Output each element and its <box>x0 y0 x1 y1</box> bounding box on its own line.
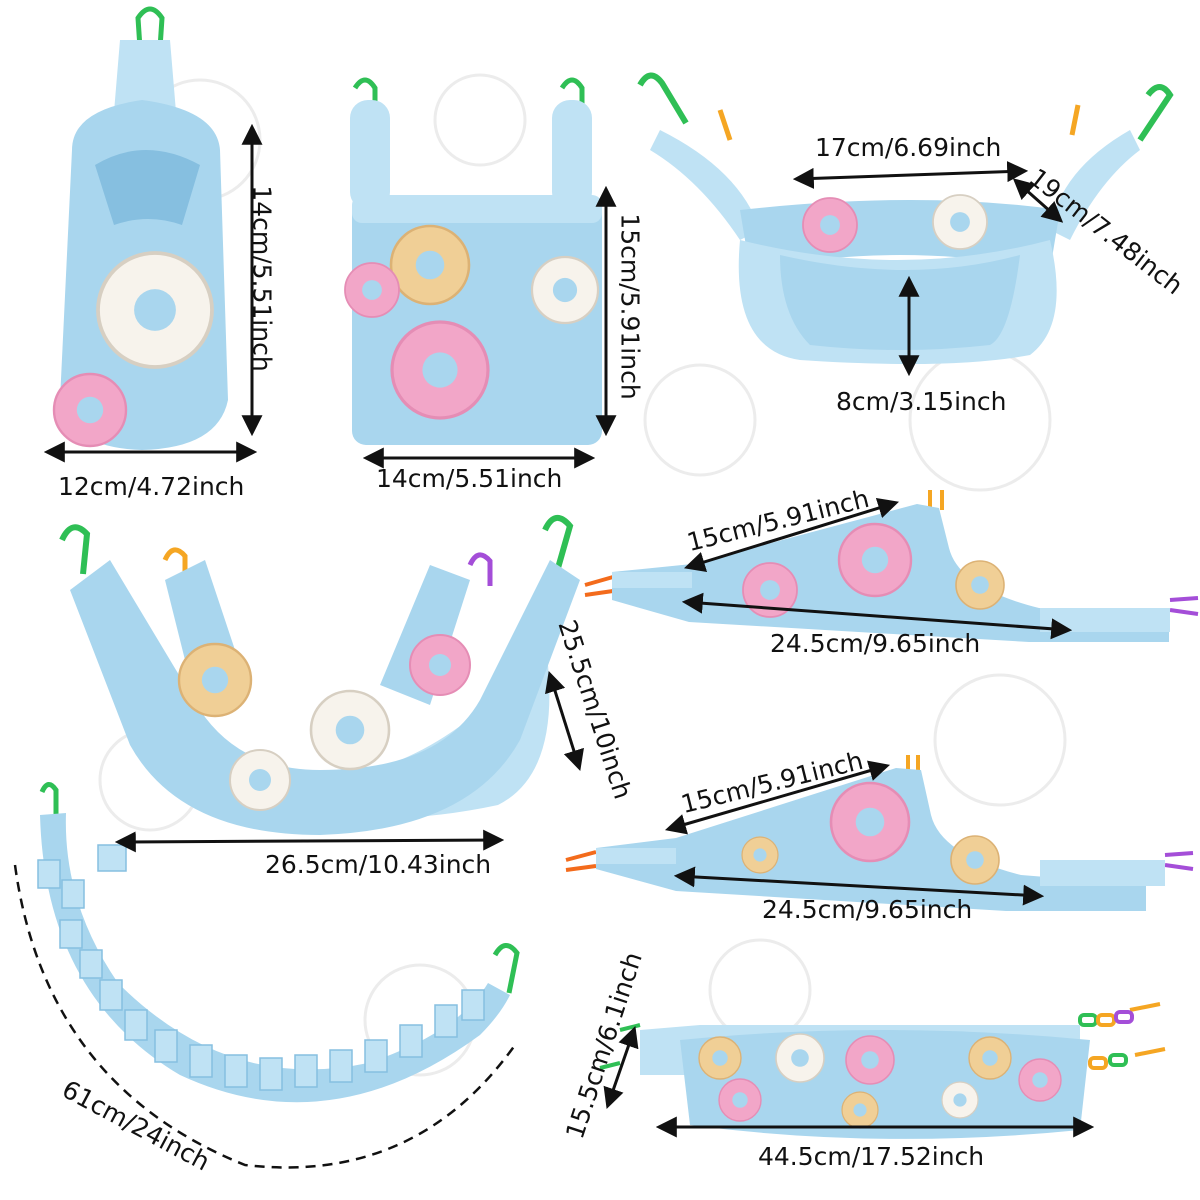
dimension-label: 24.5cm/9.65inch <box>762 895 973 924</box>
dimension-label: 17cm/6.69inch <box>815 133 1002 162</box>
flat-hammock-illustration <box>599 1002 1166 1139</box>
hanging-sleeping-bag-illustration <box>52 6 228 450</box>
dimension-label: 15cm/5.91inch <box>615 213 645 400</box>
fringe-ladder-bridge-illustration <box>13 782 520 1169</box>
dimension-label: 24.5cm/9.65inch <box>770 629 981 658</box>
dimension-label: 12cm/4.72inch <box>58 472 245 501</box>
dimension-label: 8cm/3.15inch <box>836 387 1007 416</box>
dimension-arrows <box>43 123 1095 1138</box>
square-hanging-bed-illustration <box>344 77 602 445</box>
dimension-label: 14cm/5.51inch <box>376 464 563 493</box>
dimension-label: 44.5cm/17.52inch <box>758 1142 985 1171</box>
dimension-label: 26.5cm/10.43inch <box>265 850 492 879</box>
triangle-hammock-1-illustration <box>584 490 1199 642</box>
cradle-hammock-illustration <box>59 515 580 835</box>
dimension-label: 14cm/5.51inch <box>247 185 277 372</box>
